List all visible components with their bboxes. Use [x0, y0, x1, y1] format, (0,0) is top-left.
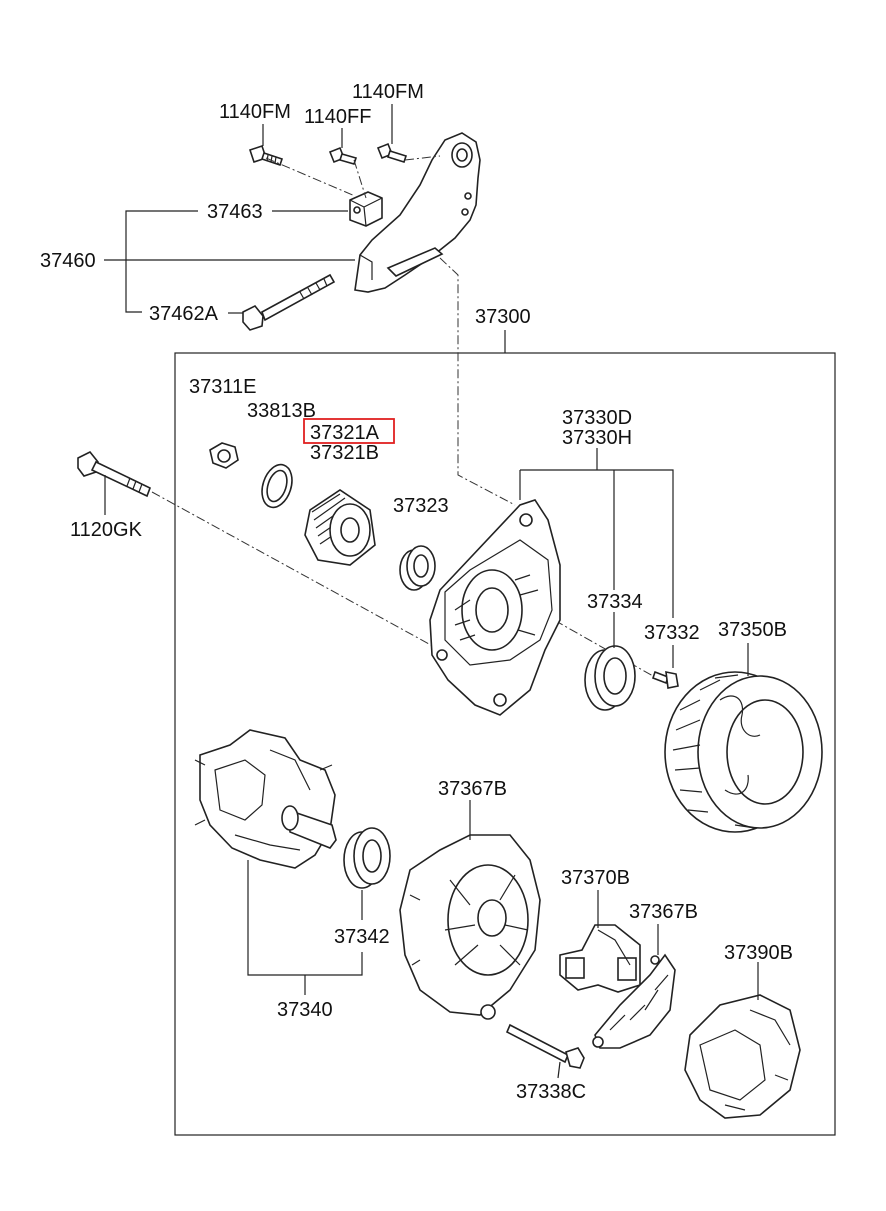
stator-37350b-part [664, 671, 823, 833]
label-37370b: 37370B [561, 867, 630, 889]
nut-37311e-part [209, 442, 239, 469]
pulley-37321-part [304, 489, 376, 566]
label-37332: 37332 [644, 622, 700, 644]
label-37334: 37334 [587, 591, 643, 613]
label-37321a: 37321A [310, 422, 380, 444]
rotor-37340-part [194, 729, 337, 869]
bearing-37334-part [584, 645, 636, 711]
label-37330h: 37330H [562, 427, 632, 449]
label-37323: 37323 [393, 495, 449, 517]
bolt-1140fm-right-part [376, 142, 408, 163]
label-37321b: 37321B [310, 442, 379, 464]
bearing-37342-part [343, 827, 391, 889]
rectifier-37367b-part [592, 953, 676, 1049]
spacer-37323-part [399, 545, 436, 591]
label-33813b: 33813B [247, 400, 316, 422]
bolt-37338c-part [505, 1023, 585, 1069]
long-bolt-37462a-part [242, 273, 336, 331]
rear-cover-37390b-part [684, 994, 801, 1119]
label-37342: 37342 [334, 926, 390, 948]
label-37350b: 37350B [718, 619, 787, 641]
screw-37332-part [651, 670, 679, 689]
front-bracket-37330-part [429, 499, 561, 716]
label-1140fm-right: 1140FM [352, 81, 424, 103]
bolt-1140ff-part [328, 146, 358, 165]
regulator-37370b-part [559, 924, 641, 993]
rear-bracket-37367b-part [399, 834, 541, 1020]
bolt-1140fm-left-part [248, 144, 284, 167]
label-37338c: 37338C [516, 1081, 586, 1103]
washer-33813b-part [261, 463, 293, 509]
through-bolt-1120gk-part [77, 450, 152, 498]
label-37367b-rectifier: 37367B [629, 901, 698, 923]
label-37463: 37463 [207, 201, 263, 223]
label-1140fm-left: 1140FM [219, 101, 291, 123]
label-37330d: 37330D [562, 407, 632, 429]
label-1120gk: 1120GK [70, 519, 143, 541]
label-37460: 37460 [40, 250, 96, 272]
label-1140ff: 1140FF [304, 106, 371, 128]
block-37463-part [349, 191, 383, 227]
highlight-box [303, 418, 395, 444]
label-37367b-rear-bracket: 37367B [438, 778, 507, 800]
label-37311e: 37311E [189, 376, 256, 398]
label-37300: 37300 [475, 306, 531, 328]
mounting-bracket [354, 132, 481, 293]
label-37390b: 37390B [724, 942, 793, 964]
label-37340: 37340 [277, 999, 333, 1021]
label-37462a: 37462A [149, 303, 219, 325]
